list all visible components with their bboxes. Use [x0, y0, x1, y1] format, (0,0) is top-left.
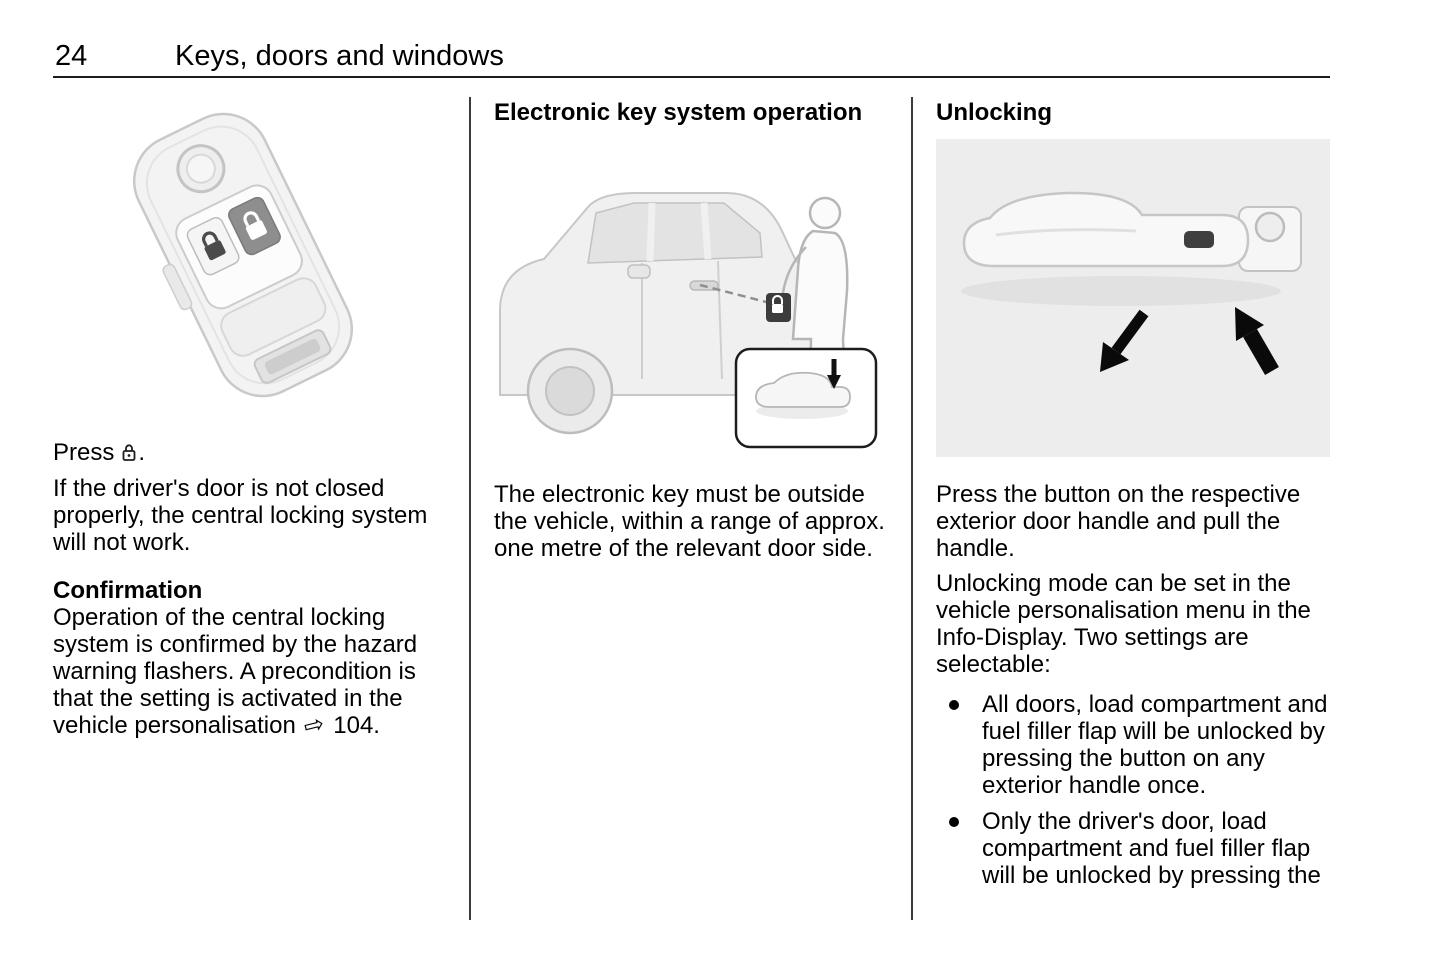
unlock-icon: [122, 444, 136, 461]
unlock-instruction-paragraph: Press the button on the respective exter…: [936, 481, 1301, 562]
bullet-dot: [949, 700, 959, 710]
column-divider-2: [911, 97, 913, 920]
section-title: Keys, doors and windows: [175, 40, 504, 72]
list-item: All doors, load compartment and fuel fil…: [936, 691, 1330, 799]
key-fob-illustration: [132, 112, 354, 398]
page-reference-arrow-icon: ⇨: [301, 709, 328, 742]
electronic-key-figure: [494, 143, 892, 455]
press-punctuation: .: [138, 439, 146, 466]
press-instruction: Press.: [53, 439, 447, 466]
door-handle-figure: [936, 139, 1330, 457]
door-warning-paragraph: If the driver's door is not closed prope…: [53, 475, 428, 556]
electronic-key-heading: Electronic key system operation: [494, 99, 863, 126]
left-column: Press. If the driver's door is not close…: [53, 95, 447, 742]
bullet-text: All doors, load compartment and fuel fil…: [982, 691, 1328, 799]
reference-page-number: 104.: [333, 712, 380, 739]
header-rule: [53, 76, 1330, 78]
column-divider-1: [469, 97, 471, 920]
confirmation-text: Operation of the central locking system …: [53, 604, 418, 739]
bullet-text: Only the driver's door, load compartment…: [982, 808, 1321, 889]
confirmation-paragraph: Operation of the central locking system …: [53, 604, 447, 742]
press-text: Press: [53, 439, 115, 466]
list-item: Only the driver's door, load compartment…: [936, 808, 1330, 889]
right-column: Unlocking Press the button on the respec…: [936, 95, 1330, 889]
middle-column: Electronic key system operation: [494, 95, 892, 562]
unlocking-heading: Unlocking: [936, 99, 1053, 126]
key-fob-figure: [53, 95, 447, 413]
car-key-range-illustration: [494, 143, 892, 455]
bullet-dot: [949, 817, 959, 827]
electronic-key-paragraph: The electronic key must be outside the v…: [494, 481, 885, 562]
confirmation-heading: Confirmation: [53, 577, 203, 604]
page-number: 24: [55, 40, 88, 72]
unlock-mode-paragraph: Unlocking mode can be set in the vehicle…: [936, 570, 1311, 678]
door-handle-illustration: [936, 139, 1330, 457]
unlock-options-list: All doors, load compartment and fuel fil…: [936, 691, 1330, 889]
